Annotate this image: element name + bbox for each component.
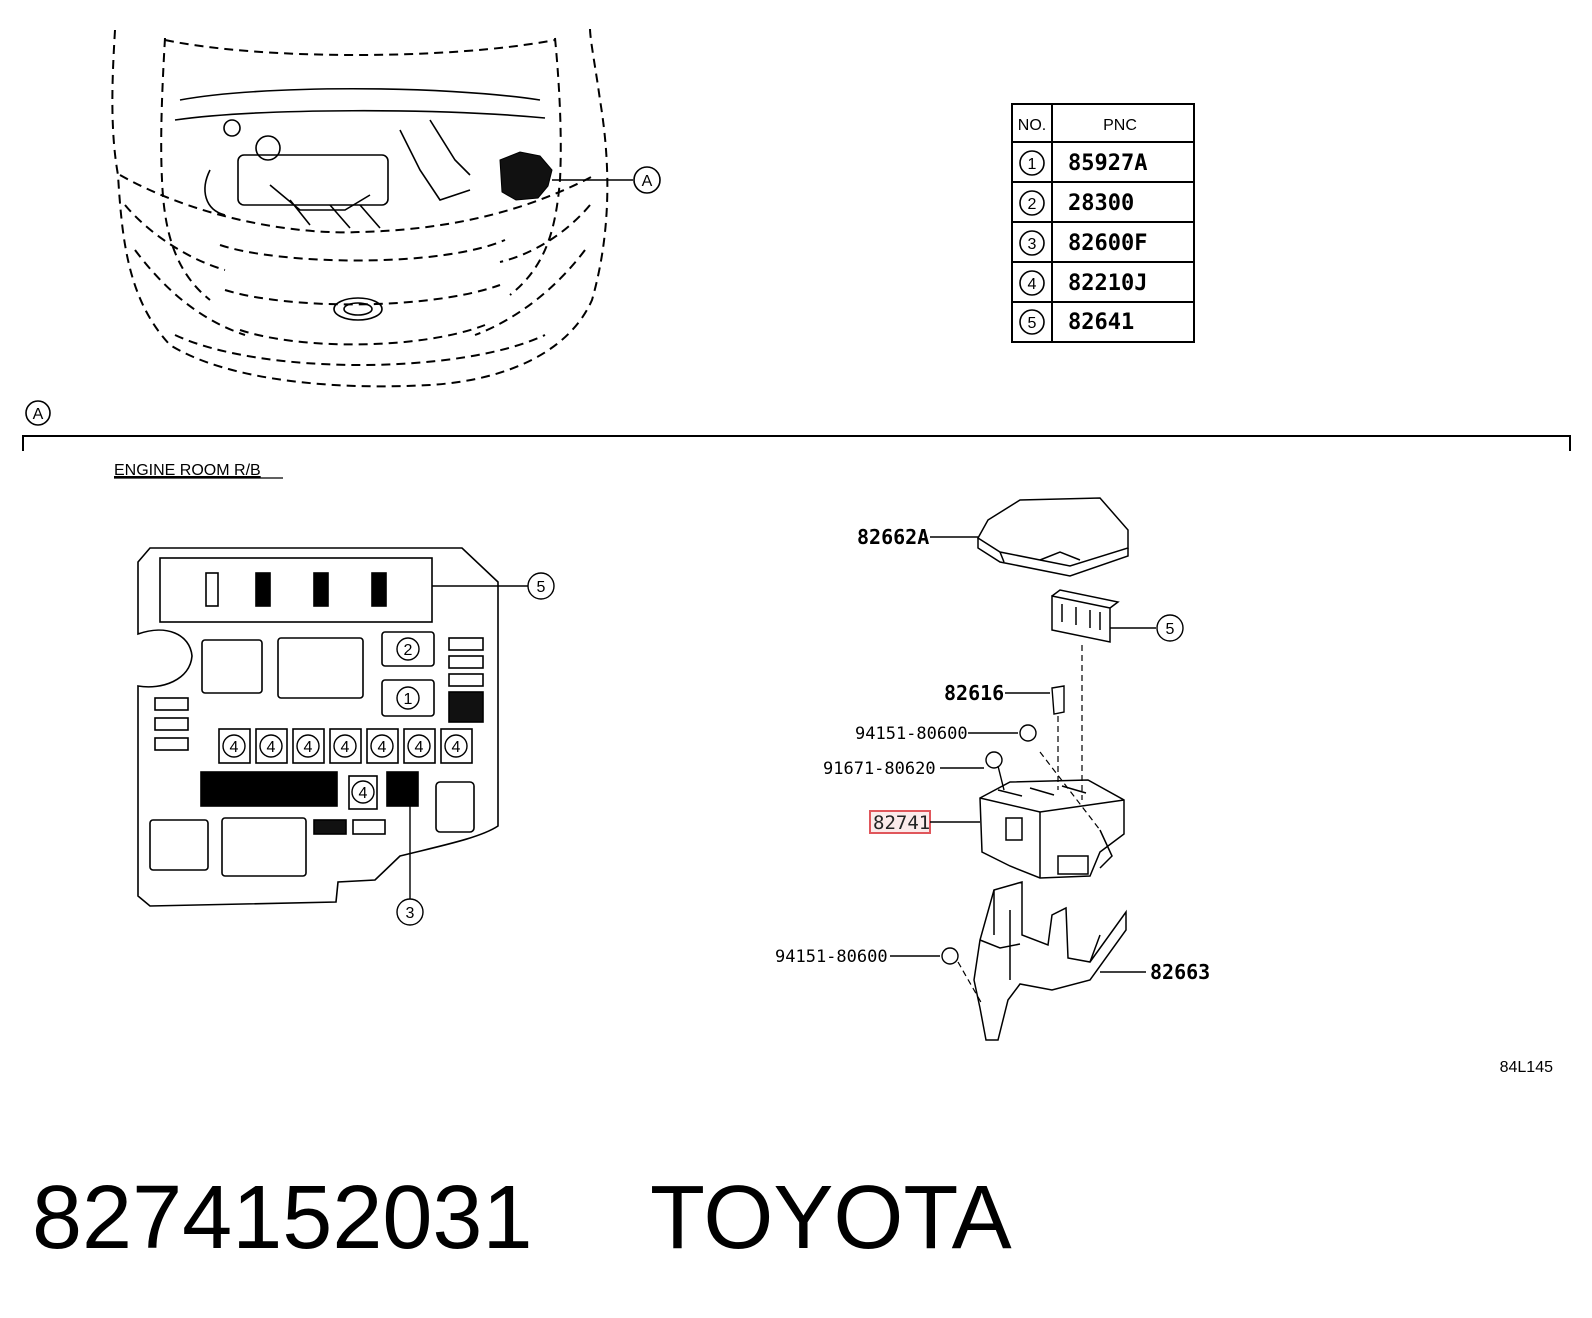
bolt-drawing: [985, 751, 1005, 791]
engine-bay-details: [174, 87, 546, 321]
nut-upper-part-label: 94151-80600: [855, 724, 968, 744]
relay-block-drawing: [1051, 589, 1120, 643]
fuse-box-circles: [222, 637, 468, 804]
callout-1-label: 1: [404, 691, 413, 708]
fuse-box-layout: [137, 547, 499, 907]
nut-lower-part-label: 94151-80600: [775, 947, 888, 967]
pnc-row-value: 85927A: [1068, 151, 1147, 176]
cover-part-label: 82662A: [857, 525, 929, 549]
bolt-dash-guide: [1039, 751, 1101, 831]
callout-4-label: 4: [378, 739, 387, 756]
nut-upper-drawing: [1019, 724, 1037, 742]
callout-4-label: 4: [341, 739, 350, 756]
pnc-row-no: 3: [1028, 236, 1037, 253]
pnc-row-value: 82210J: [1068, 271, 1147, 296]
relay-callout-label: 5: [1166, 621, 1175, 638]
pnc-table: [1011, 103, 1195, 343]
clip-part-label: 82616: [944, 681, 1004, 705]
clip-drawing: [1051, 685, 1065, 715]
section-a-circle: [25, 400, 51, 426]
cover-drawing: [977, 497, 1129, 577]
section-title: ENGINE ROOM R/B: [114, 462, 261, 479]
bolt-part-label: 91671-80620: [823, 759, 936, 779]
callout-a-label: A: [642, 173, 653, 190]
footer-brand: TOYOTA: [650, 1168, 1012, 1268]
section-a-label: A: [33, 406, 44, 423]
bracket-part-label: 82663: [1150, 960, 1210, 984]
callout-3-circle: [396, 898, 424, 926]
callout-4-label: 4: [452, 739, 461, 756]
pnc-table-header-pnc: PNC: [1103, 117, 1137, 134]
callout-4-label: 4: [359, 785, 368, 802]
lower-bracket-drawing: [973, 881, 1127, 1041]
callout-4-label: 4: [230, 739, 239, 756]
diagram-code: 84L145: [1500, 1059, 1553, 1076]
relay-box-drawing: [979, 779, 1125, 879]
pnc-table-header-no: NO.: [1018, 117, 1046, 134]
pnc-row-value: 82600F: [1068, 231, 1147, 256]
callout-3-label: 3: [406, 905, 415, 922]
block-part-label: 82741: [873, 812, 930, 834]
section-bracket: [22, 435, 1571, 451]
callout-4-label: 4: [304, 739, 313, 756]
callout-4-label: 4: [267, 739, 276, 756]
pnc-row-no: 5: [1028, 315, 1037, 332]
car-front-illustration: [111, 27, 609, 388]
pnc-row-value: 82641: [1068, 310, 1134, 335]
relay-callout-circle: [1156, 614, 1184, 642]
pnc-row-no: 4: [1028, 276, 1037, 293]
callout-a-circle: [633, 166, 661, 194]
footer-part-number: 8274152031: [32, 1168, 533, 1268]
pnc-row-value: 28300: [1068, 191, 1134, 216]
callout-2-label: 2: [404, 642, 413, 659]
callout-5-circle: [527, 572, 555, 600]
callout-5-label: 5: [537, 579, 546, 596]
pnc-row-no: 2: [1028, 196, 1037, 213]
fuse-box-location-marker: [499, 151, 553, 201]
nut-lower-drawing: [941, 947, 959, 965]
callout-4-label: 4: [415, 739, 424, 756]
pnc-row-no: 1: [1028, 156, 1037, 173]
nut-lower-dash-guide: [957, 961, 983, 1005]
